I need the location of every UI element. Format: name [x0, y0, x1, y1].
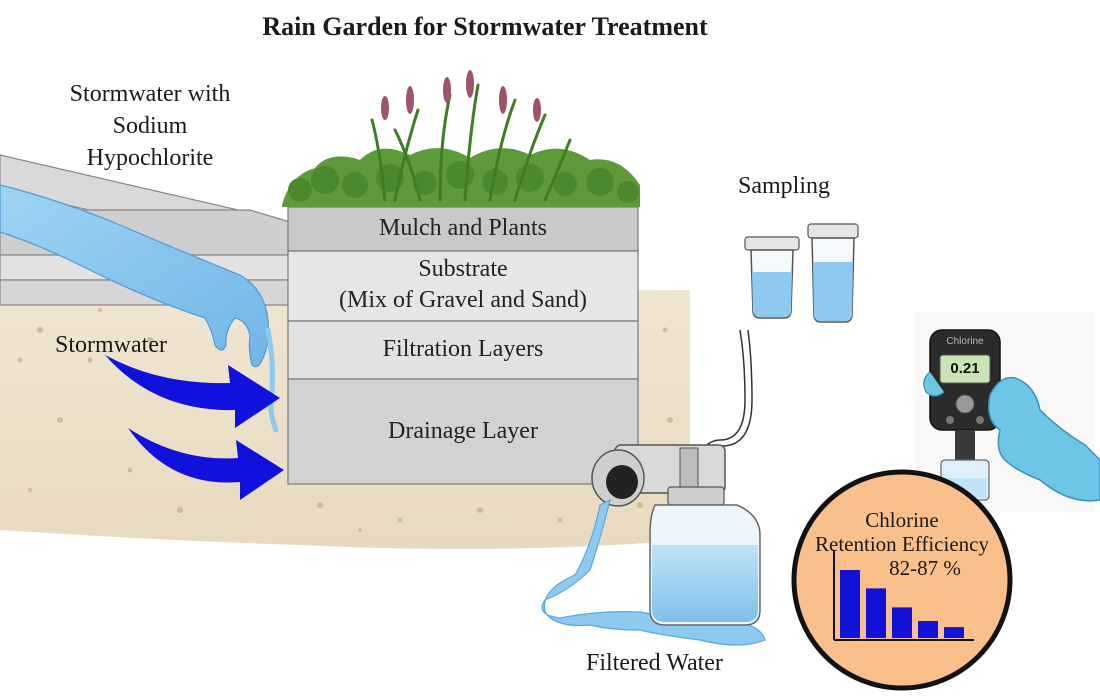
arrow-1 — [105, 355, 280, 428]
inflow-label: Stormwater with Sodium Hypochlorite — [30, 78, 270, 174]
layer-substrate — [287, 250, 639, 322]
layer-label-substrate-detail: (Mix of Gravel and Sand) — [339, 287, 587, 313]
efficiency-bar-4 — [918, 621, 938, 638]
outlet-pipe — [591, 329, 753, 507]
inflow-water — [0, 184, 279, 433]
efficiency-line1: Chlorine — [865, 508, 939, 532]
water-splash — [541, 498, 766, 646]
efficiency-circle — [791, 469, 1013, 691]
efficiency-bar-1 — [840, 570, 860, 638]
page-title: Rain Garden for Stormwater Treatment — [262, 12, 708, 41]
efficiency-range: 82-87 % — [889, 556, 961, 580]
inflow-label-line3: Hypochlorite — [86, 145, 214, 171]
efficiency-bar-3 — [892, 607, 912, 638]
layer-label-substrate: Substrate — [418, 256, 508, 282]
layer-label-mulch: Mulch and Plants — [379, 215, 547, 241]
layer-mulch — [287, 206, 639, 252]
meter-reading: 0.21 — [950, 360, 980, 377]
filtered-water-label: Filtered Water — [586, 650, 723, 676]
filtered-water-jar — [649, 486, 761, 626]
inflow-label-line1: Stormwater with — [69, 81, 231, 107]
meter-brand: Chlorine — [946, 336, 984, 347]
efficiency-bar-5 — [944, 627, 964, 638]
layer-drainage — [287, 378, 639, 485]
efficiency-bar-2 — [866, 588, 886, 638]
sampling-label: Sampling — [738, 173, 831, 199]
sampling-vials — [744, 223, 859, 323]
arrow-2 — [128, 428, 284, 500]
efficiency-line2: Retention Efficiency — [815, 532, 989, 556]
stormwater-arrows — [105, 355, 284, 500]
rain-garden-block — [287, 206, 639, 485]
efficiency-bars — [840, 570, 964, 638]
layer-filtration — [287, 320, 639, 380]
layer-label-filtration: Filtration Layers — [382, 336, 544, 362]
layer-label-drainage: Drainage Layer — [388, 418, 538, 444]
stormwater-label: Stormwater — [55, 332, 167, 358]
inflow-label-line2: Sodium — [112, 113, 188, 139]
plants — [282, 70, 640, 207]
